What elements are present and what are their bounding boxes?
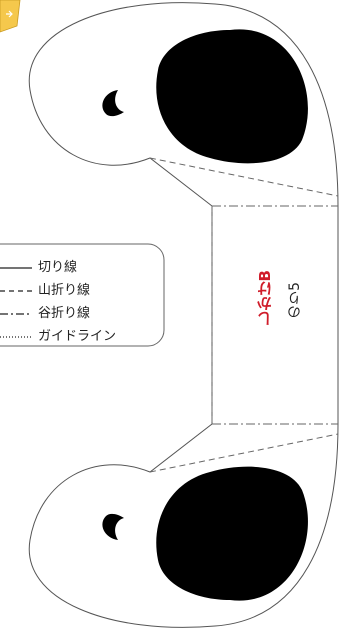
- legend-label-cut: 切り線: [38, 260, 78, 275]
- mountain-fold-line: [149, 157, 339, 197]
- legend-label-mountain-fold: 山折り線: [38, 283, 91, 298]
- part-name: しかけB: [256, 270, 274, 327]
- mountain-fold-line: [149, 433, 339, 473]
- glue-label: のり5: [287, 282, 303, 319]
- nostril-top: [102, 90, 124, 117]
- eye-patch-top: [156, 29, 308, 164]
- legend-label-valley-fold: 谷折り線: [38, 306, 91, 321]
- eye-patch-bottom: [156, 466, 308, 601]
- nostril-bottom: [102, 513, 124, 540]
- legend-label-guideline: ガイドライン: [38, 329, 117, 344]
- legend-box: [0, 243, 165, 347]
- corner-tab-arrow: [6, 10, 13, 18]
